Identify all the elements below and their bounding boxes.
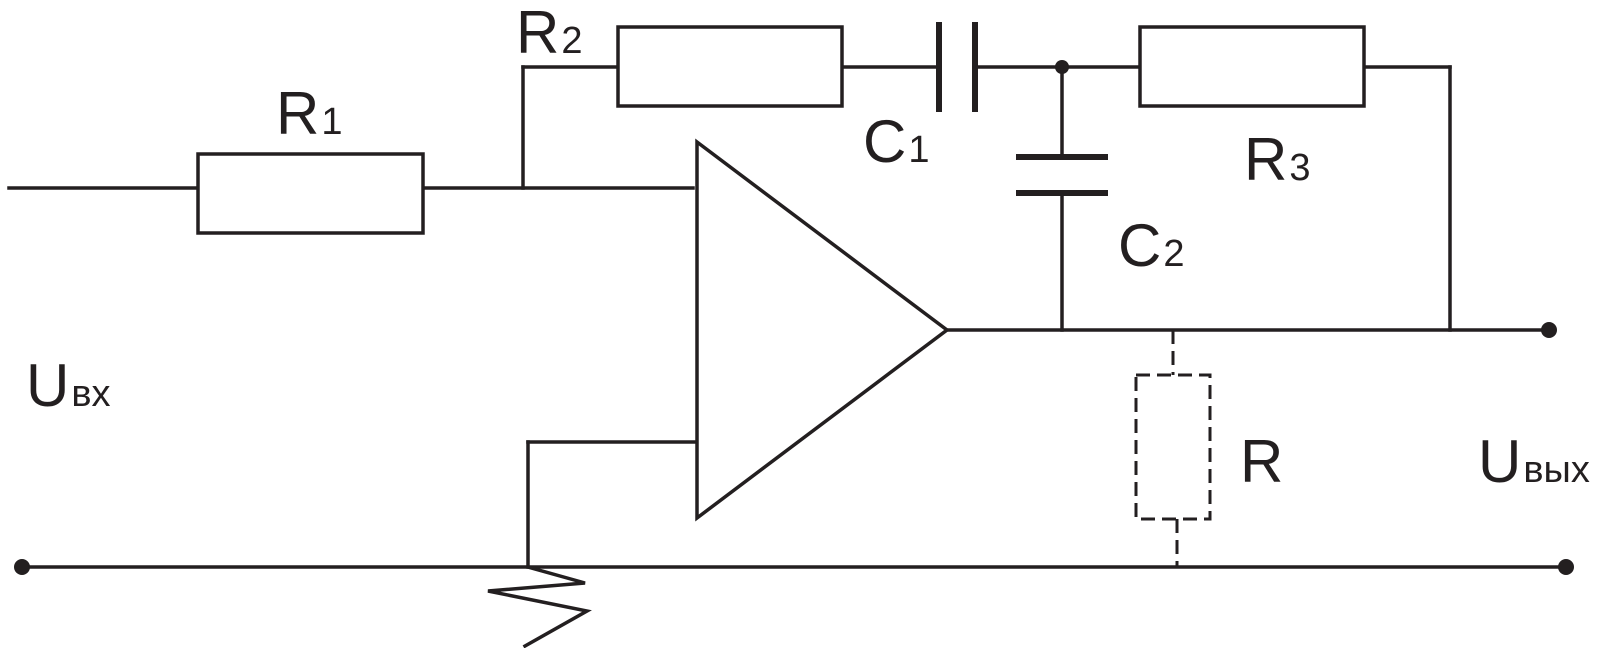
- ground-terminal-right: [1558, 559, 1574, 575]
- label-u-out: Uвых: [1478, 428, 1590, 495]
- op-amp-triangle: [695, 138, 950, 522]
- label-c1: C1: [863, 108, 929, 175]
- resistor-load-dashed: [1134, 373, 1212, 521]
- label-r1: R1: [276, 80, 342, 147]
- resistor-r1: [196, 152, 425, 235]
- label-load-r: R: [1240, 428, 1283, 495]
- resistor-r2: [616, 25, 844, 108]
- resistor-r3: [1138, 25, 1366, 108]
- label-c2: C2: [1118, 212, 1184, 279]
- label-u-in: Uвх: [26, 352, 111, 419]
- ground-terminal-left: [14, 559, 30, 575]
- ground-zigzag-symbol: [487, 564, 592, 648]
- label-r2: R2: [516, 0, 582, 66]
- label-r3: R3: [1244, 126, 1310, 193]
- output-terminal: [1541, 322, 1557, 338]
